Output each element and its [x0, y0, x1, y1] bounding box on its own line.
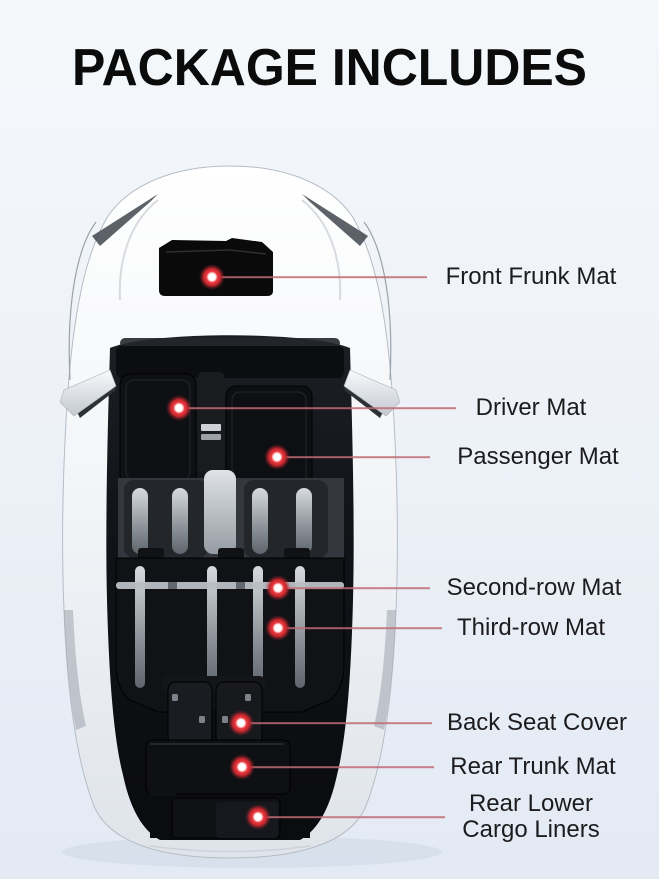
red-marker-dot — [265, 615, 291, 641]
driver-mat-shape — [119, 373, 197, 487]
callout-label: Third-row Mat — [456, 614, 606, 642]
frunk-mat-edge — [165, 249, 267, 255]
rail-bar-notch — [168, 582, 177, 589]
hood-crease-right — [301, 199, 342, 301]
callout-label: Front Frunk Mat — [445, 263, 617, 291]
callout-label: Rear Trunk Mat — [450, 753, 616, 781]
cover-buckle — [245, 694, 251, 701]
rail-bar-notch — [236, 582, 245, 589]
page-title: PACKAGE INCLUDES — [72, 39, 587, 97]
bumper-seam — [149, 845, 311, 853]
seat-rail — [252, 488, 268, 554]
mat-slot — [253, 566, 263, 688]
mat-slot — [135, 566, 145, 688]
rocker-shadow-right — [374, 610, 396, 730]
red-marker-dot — [166, 395, 192, 421]
mat-slot — [207, 566, 217, 688]
callout-label: Second-row Mat — [446, 574, 622, 602]
callout-label: Rear Lower Cargo Liners — [462, 790, 600, 843]
console-chip-2 — [201, 434, 221, 440]
red-marker-dot — [245, 804, 271, 830]
seat-rail — [296, 488, 312, 554]
cover-buckle — [222, 716, 228, 723]
console-chip-1 — [201, 424, 221, 431]
leader-line — [242, 766, 434, 768]
center-console-front — [198, 372, 224, 472]
dashboard — [116, 346, 344, 378]
callout-label: Back Seat Cover — [446, 709, 628, 737]
leader-line — [212, 276, 427, 278]
callout-label: Passenger Mat — [457, 443, 619, 471]
red-marker-dot — [199, 264, 225, 290]
leader-line — [278, 627, 442, 629]
cover-buckle — [172, 694, 178, 701]
leader-line — [277, 456, 430, 458]
leader-line — [241, 722, 432, 724]
leader-line — [278, 587, 430, 589]
red-marker-dot — [228, 710, 254, 736]
back-seat-cover-left — [167, 681, 213, 745]
callout-label: Driver Mat — [475, 394, 587, 422]
body-crease-right — [363, 221, 392, 381]
side-mirror-left — [59, 369, 117, 417]
body-crease-left — [68, 221, 97, 381]
cover-buckle — [199, 716, 205, 723]
mat-slot — [295, 566, 305, 688]
seat-rail — [172, 488, 188, 554]
headlight-left — [92, 194, 158, 246]
center-console-rear — [204, 470, 236, 554]
rocker-shadow-left — [64, 610, 86, 730]
red-marker-dot — [229, 754, 255, 780]
hood-crease-left — [118, 199, 159, 301]
headlight-right — [302, 194, 368, 246]
cowl-vent — [120, 338, 340, 348]
red-marker-dot — [264, 444, 290, 470]
leader-line — [258, 816, 445, 818]
red-marker-dot — [265, 575, 291, 601]
leader-line — [179, 407, 456, 409]
seat-rail — [132, 488, 148, 554]
side-mirror-right — [343, 369, 401, 417]
